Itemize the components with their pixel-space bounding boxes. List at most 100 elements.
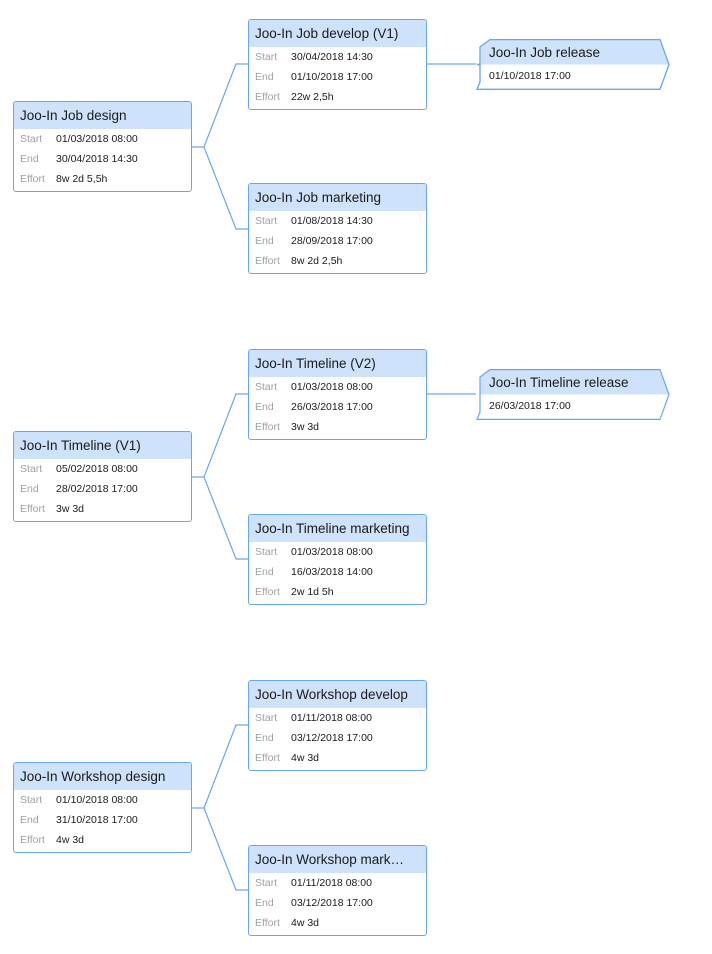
effort-label: Effort [255,421,280,433]
milestone-date: 26/03/2018 17:00 [489,400,571,412]
start-value: 05/02/2018 08:00 [56,463,138,475]
task-start-row: Start 01/08/2018 14:30 [249,211,426,231]
effort-value: 4w 3d [291,917,320,929]
effort-label: Effort [255,917,280,929]
milestone-shape [476,39,670,90]
effort-value: 3w 3d [291,421,320,433]
end-label: End [255,732,274,744]
task-effort-row: Effort 4w 3d [249,748,426,768]
milestone-card[interactable]: Joo-In Timeline release 26/03/2018 17:00 [476,369,670,420]
effort-label: Effort [255,255,280,267]
effort-label: Effort [255,91,280,103]
task-end-row: End 28/09/2018 17:00 [249,231,426,251]
effort-label: Effort [255,752,280,764]
end-value: 30/04/2018 14:30 [56,153,138,165]
effort-label: Effort [20,834,45,846]
task-end-row: End 28/02/2018 17:00 [14,479,191,499]
task-title: Joo-In Workshop design [14,763,191,790]
connector-line [192,63,248,148]
task-effort-row: Effort 3w 3d [249,417,426,437]
end-label: End [255,401,274,413]
effort-value: 22w 2,5h [291,91,334,103]
effort-value: 3w 3d [56,503,85,515]
task-effort-row: Effort 4w 3d [14,830,191,850]
end-value: 31/10/2018 17:00 [56,814,138,826]
task-start-row: Start 05/02/2018 08:00 [14,459,191,479]
milestone-title: Joo-In Job release [489,45,601,60]
milestone-shape [476,369,670,420]
task-end-row: End 31/10/2018 17:00 [14,810,191,830]
task-effort-row: Effort 8w 2d 2,5h [249,251,426,271]
start-label: Start [255,215,278,227]
start-label: Start [20,794,43,806]
effort-value: 4w 3d [291,752,320,764]
task-end-row: End 26/03/2018 17:00 [249,397,426,417]
end-label: End [20,814,39,826]
effort-value: 8w 2d 5,5h [56,173,108,185]
end-label: End [255,235,274,247]
end-value: 01/10/2018 17:00 [291,71,373,83]
task-card[interactable]: Joo-In Workshop design Start 01/10/2018 0… [13,762,192,853]
end-label: End [255,71,274,83]
task-end-row: End 30/04/2018 14:30 [14,149,191,169]
start-label: Start [255,877,278,889]
start-value: 01/03/2018 08:00 [291,381,373,393]
task-end-row: End 01/10/2018 17:00 [249,67,426,87]
start-value: 01/11/2018 08:00 [291,712,372,724]
end-value: 28/09/2018 17:00 [291,235,373,247]
task-end-row: End 03/12/2018 17:00 [249,728,426,748]
task-end-row: End 03/12/2018 17:00 [249,893,426,913]
start-label: Start [20,463,43,475]
end-value: 03/12/2018 17:00 [291,732,373,744]
task-title: Joo-In Workshop mark… [249,846,426,873]
task-title: Joo-In Timeline (V1) [14,432,191,459]
start-value: 01/03/2018 08:00 [56,133,138,145]
start-label: Start [255,712,278,724]
task-start-row: Start 01/03/2018 08:00 [249,377,426,397]
start-label: Start [255,381,278,393]
milestone-date: 01/10/2018 17:00 [489,70,571,82]
end-value: 28/02/2018 17:00 [56,483,138,495]
effort-value: 8w 2d 2,5h [291,255,343,267]
end-label: End [255,897,274,909]
connector-line [192,393,248,478]
end-label: End [20,483,39,495]
task-card[interactable]: Joo-In Timeline (V1) Start 05/02/2018 08:… [13,431,192,522]
task-start-row: Start 01/11/2018 08:00 [249,708,426,728]
effort-value: 2w 1d 5h [291,586,334,598]
effort-label: Effort [20,173,45,185]
task-title: Joo-In Job design [14,102,191,129]
end-value: 26/03/2018 17:00 [291,401,373,413]
effort-value: 4w 3d [56,834,85,846]
task-title: Joo-In Workshop develop [249,681,426,708]
start-value: 30/04/2018 14:30 [291,51,373,63]
task-card[interactable]: Joo-In Timeline (V2) Start 01/03/2018 08:… [248,349,427,440]
start-value: 01/08/2018 14:30 [291,215,373,227]
end-value: 03/12/2018 17:00 [291,897,373,909]
task-effort-row: Effort 4w 3d [249,913,426,933]
start-value: 01/03/2018 08:00 [291,546,373,558]
start-value: 01/10/2018 08:00 [56,794,138,806]
task-start-row: Start 01/10/2018 08:00 [14,790,191,810]
task-start-row: Start 01/03/2018 08:00 [14,129,191,149]
task-card[interactable]: Joo-In Workshop develop Start 01/11/2018 … [248,680,427,771]
end-label: End [255,566,274,578]
start-label: Start [255,51,278,63]
milestone-card[interactable]: Joo-In Job release 01/10/2018 17:00 [476,39,670,90]
task-title: Joo-In Timeline (V2) [249,350,426,377]
start-label: Start [20,133,43,145]
connector-line [203,146,248,230]
end-label: End [20,153,39,165]
task-effort-row: Effort 22w 2,5h [249,87,426,107]
